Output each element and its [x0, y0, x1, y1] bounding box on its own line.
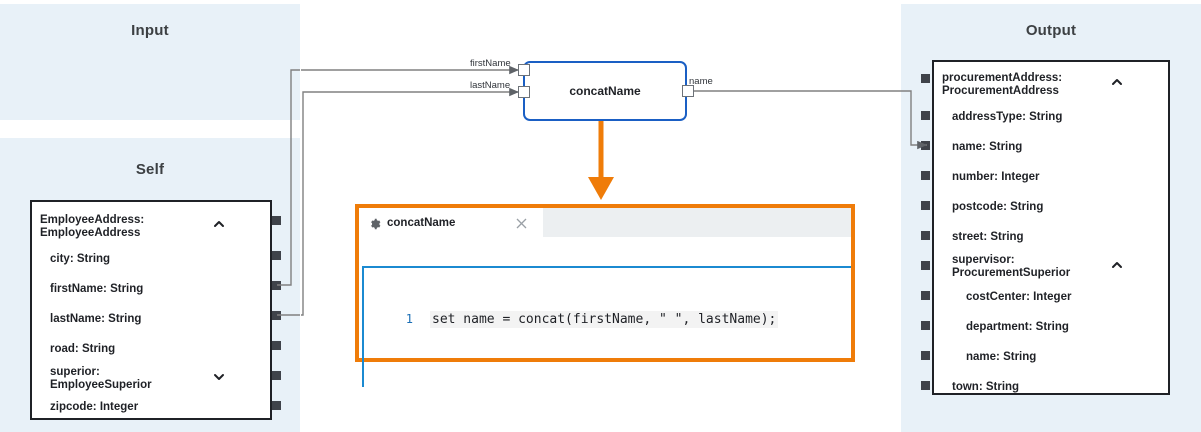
port-employeeaddress[interactable]: [272, 216, 281, 225]
close-icon[interactable]: [516, 216, 527, 229]
editor-tab-bar: concatName: [359, 208, 851, 237]
schema-field-firstname: firstName: String: [50, 283, 144, 295]
port-lastname[interactable]: [272, 311, 281, 320]
chevron-up-icon[interactable]: [212, 217, 226, 231]
output-field-department: department: String: [966, 321, 1069, 333]
port-street[interactable]: [921, 231, 930, 240]
editor-accent-left: [362, 266, 364, 387]
port-supervisor-name[interactable]: [921, 351, 930, 360]
output-field-addresstype: addressType: String: [952, 111, 1063, 123]
chevron-up-icon[interactable]: [1110, 75, 1124, 89]
panel-divider-left: [300, 0, 301, 432]
editor-accent-top: [362, 266, 851, 268]
schema-field-city: city: String: [50, 253, 111, 265]
port-procurementaddress[interactable]: [921, 74, 930, 83]
output-field-number: number: Integer: [952, 171, 1040, 183]
editor-tab-title: concatName: [387, 216, 456, 229]
editor-body[interactable]: 1 set name = concat(firstName, " ", last…: [359, 237, 851, 387]
input-panel-title: Input: [131, 22, 169, 39]
port-city[interactable]: [272, 251, 281, 260]
chevron-up-icon[interactable]: [1110, 258, 1124, 272]
output-field-costcenter: costCenter: Integer: [966, 291, 1072, 303]
port-superior[interactable]: [272, 371, 281, 380]
output-field-name: name: String: [952, 141, 1023, 153]
port-zipcode[interactable]: [272, 401, 281, 410]
function-node-concatname[interactable]: concatName: [523, 61, 687, 121]
output-field-supervisor-name: name: String: [966, 351, 1037, 363]
code-editor-panel[interactable]: concatName 1 set name = concat(firstName…: [355, 204, 855, 387]
output-field-town: town: String: [952, 381, 1020, 393]
schema-root-label: EmployeeAddress: EmployeeAddress: [40, 214, 145, 239]
editor-tab-concatname[interactable]: concatName: [359, 208, 543, 237]
schema-field-zipcode: zipcode: Integer: [50, 401, 139, 413]
input-panel: Input: [0, 4, 300, 120]
port-number[interactable]: [921, 171, 930, 180]
node-input-port-firstname[interactable]: [518, 64, 530, 76]
node-output-port-name[interactable]: [682, 85, 694, 97]
output-panel-title: Output: [1025, 22, 1077, 39]
port-addresstype[interactable]: [921, 111, 930, 120]
schema-field-lastname: lastName: String: [50, 313, 142, 325]
chevron-down-icon[interactable]: [212, 370, 226, 384]
wire-label-firstname: firstName: [470, 58, 511, 69]
output-field-postcode: postcode: String: [952, 201, 1044, 213]
schema-field-road: road: String: [50, 343, 116, 355]
output-field-supervisor: supervisor: ProcurementSuperior: [952, 254, 1071, 279]
output-schema-box[interactable]: procurementAddress: ProcurementAddress a…: [932, 60, 1170, 395]
port-postcode[interactable]: [921, 201, 930, 210]
code-line-text[interactable]: set name = concat(firstName, " ", lastNa…: [430, 310, 779, 328]
node-input-port-lastname[interactable]: [518, 86, 530, 98]
port-costcenter[interactable]: [921, 291, 930, 300]
wire-label-lastname: lastName: [470, 80, 511, 91]
code-line-1[interactable]: 1 set name = concat(firstName, " ", last…: [359, 309, 779, 329]
port-out-name[interactable]: [921, 141, 930, 150]
line-number: 1: [405, 312, 413, 326]
output-field-street: street: String: [952, 231, 1024, 243]
function-node-title: concatName: [569, 84, 641, 98]
port-department[interactable]: [921, 321, 930, 330]
self-schema-box[interactable]: EmployeeAddress: EmployeeAddress city: S…: [30, 200, 272, 420]
wire-label-name: name: [689, 76, 713, 87]
gear-icon: [369, 217, 381, 229]
port-firstname[interactable]: [272, 281, 281, 290]
output-root-label: procurementAddress: ProcurementAddress: [942, 72, 1063, 97]
port-town[interactable]: [921, 381, 930, 390]
schema-field-superior: superior: EmployeeSuperior: [50, 366, 152, 391]
port-supervisor[interactable]: [921, 261, 930, 270]
port-road[interactable]: [272, 341, 281, 350]
self-panel-title: Self: [135, 161, 165, 178]
